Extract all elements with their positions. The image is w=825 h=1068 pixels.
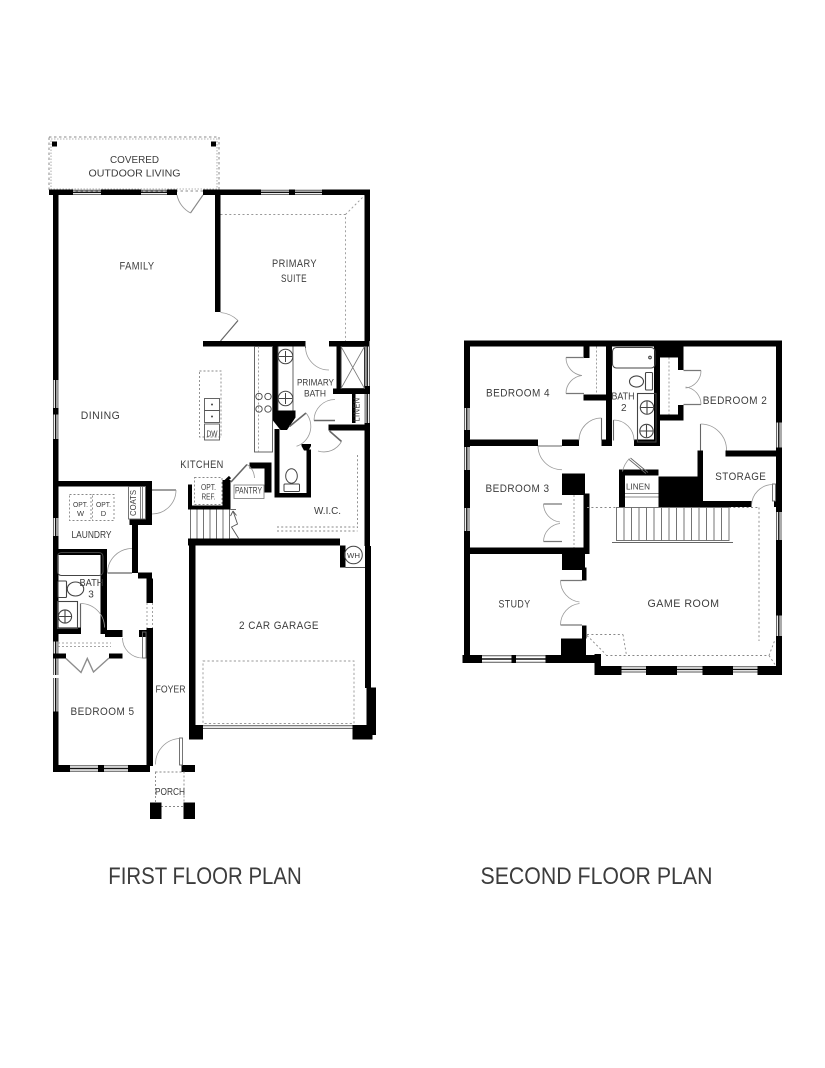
svg-text:OUTDOOR LIVING: OUTDOOR LIVING (89, 168, 181, 180)
svg-text:W.I.C.: W.I.C. (314, 506, 341, 517)
svg-text:PRIMARY: PRIMARY (297, 378, 335, 389)
svg-text:BEDROOM 5: BEDROOM 5 (71, 706, 135, 718)
svg-text:FOYER: FOYER (156, 685, 186, 696)
svg-text:KITCHEN: KITCHEN (180, 459, 224, 471)
svg-text:LINEN: LINEN (626, 483, 650, 492)
svg-text:SUITE: SUITE (281, 273, 307, 285)
svg-text:COATS: COATS (129, 490, 138, 516)
svg-text:FAMILY: FAMILY (120, 261, 155, 273)
svg-text:COVERED: COVERED (110, 154, 159, 166)
svg-text:BATH: BATH (304, 389, 326, 400)
svg-text:BATH: BATH (612, 392, 635, 403)
svg-text:LAUNDRY: LAUNDRY (72, 530, 112, 541)
svg-text:SECOND FLOOR PLAN: SECOND FLOOR PLAN (481, 863, 713, 890)
svg-text:BEDROOM 4: BEDROOM 4 (486, 388, 550, 400)
svg-text:BEDROOM 2: BEDROOM 2 (703, 395, 768, 407)
svg-text:D: D (101, 509, 107, 518)
svg-text:2 CAR GARAGE: 2 CAR GARAGE (239, 620, 319, 632)
svg-text:DINING: DINING (81, 410, 121, 422)
svg-text:STUDY: STUDY (499, 599, 531, 611)
svg-text:REF.: REF. (202, 493, 216, 502)
svg-text:PRIMARY: PRIMARY (272, 258, 317, 270)
svg-text:STORAGE: STORAGE (715, 471, 766, 483)
svg-text:OPT.: OPT. (96, 500, 111, 509)
svg-text:LINEN: LINEN (353, 398, 362, 422)
svg-text:BATH: BATH (80, 578, 104, 589)
svg-text:FIRST FLOOR PLAN: FIRST FLOOR PLAN (108, 863, 302, 890)
svg-text:3: 3 (88, 590, 94, 601)
svg-text:OPT.: OPT. (201, 483, 216, 492)
svg-text:W: W (77, 509, 85, 518)
svg-text:WH: WH (347, 551, 360, 560)
svg-text:DW: DW (207, 430, 218, 439)
svg-text:BEDROOM 3: BEDROOM 3 (486, 483, 550, 495)
svg-text:GAME ROOM: GAME ROOM (648, 598, 720, 610)
svg-text:PANTRY: PANTRY (235, 486, 262, 496)
svg-text:OPT.: OPT. (73, 500, 88, 509)
svg-text:2: 2 (621, 403, 627, 414)
svg-text:PORCH: PORCH (155, 787, 185, 798)
